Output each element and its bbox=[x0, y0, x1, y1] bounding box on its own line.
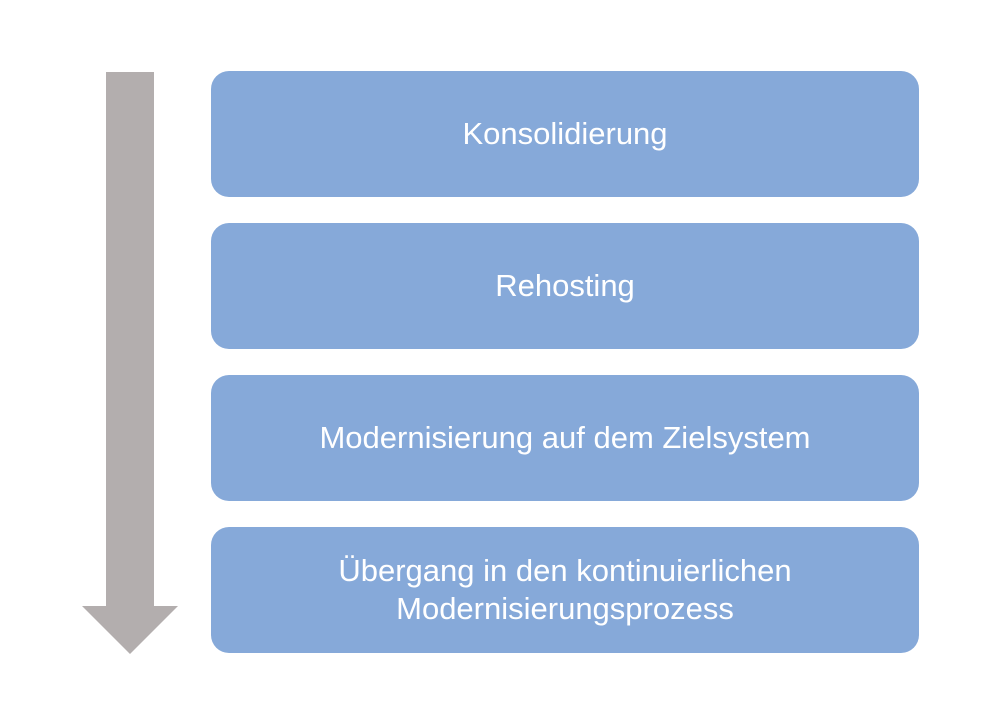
step-label: Rehosting bbox=[495, 268, 635, 303]
down-arrow-icon bbox=[82, 72, 178, 654]
step-rehosting: Rehosting bbox=[211, 223, 919, 349]
step-label: Konsolidierung bbox=[462, 116, 668, 151]
step-label: Modernisierung auf dem Zielsystem bbox=[319, 420, 811, 455]
step-konsolidierung: Konsolidierung bbox=[211, 71, 919, 197]
arrow-shape bbox=[82, 72, 178, 654]
step-label: Übergang in den kontinuierlichen Moderni… bbox=[338, 553, 792, 626]
step-uebergang-modernisierungsprozess: Übergang in den kontinuierlichen Moderni… bbox=[211, 527, 919, 653]
step-modernisierung-zielsystem: Modernisierung auf dem Zielsystem bbox=[211, 375, 919, 501]
